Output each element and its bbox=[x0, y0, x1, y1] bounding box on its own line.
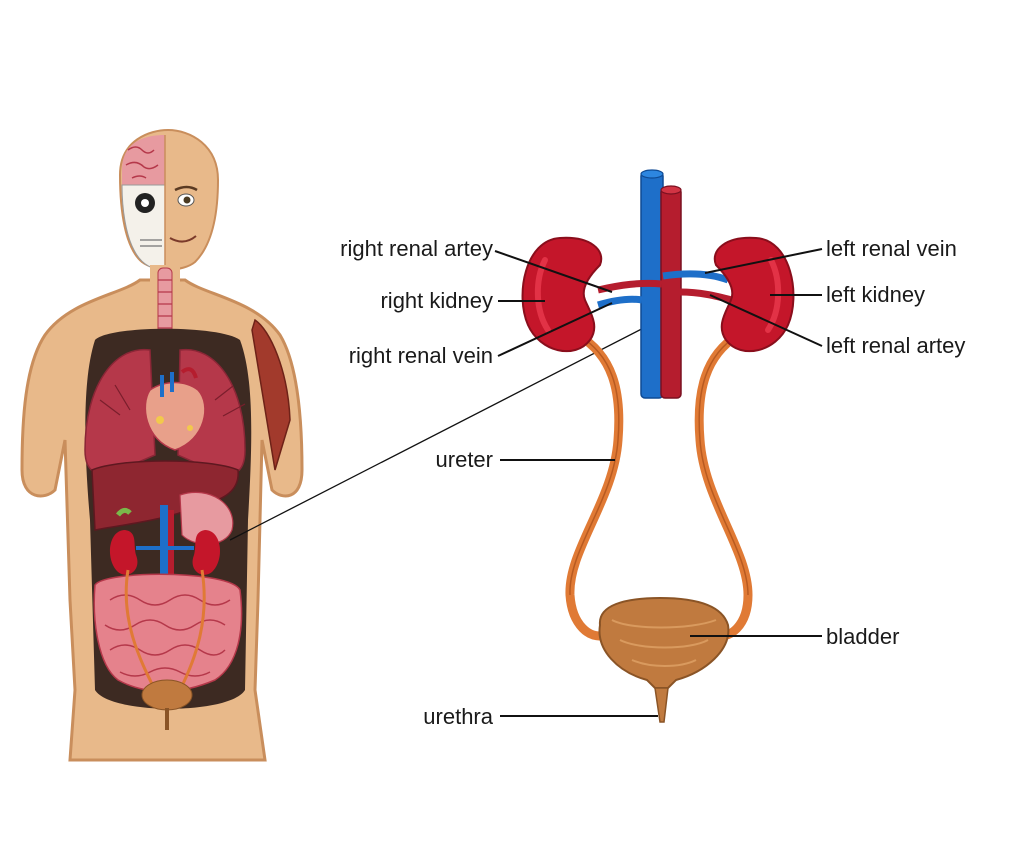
arm-muscle bbox=[251, 318, 291, 471]
intestines bbox=[93, 573, 243, 692]
small-right-kidney bbox=[109, 530, 138, 575]
bladder-organ bbox=[598, 596, 730, 689]
right-ureter bbox=[565, 330, 624, 641]
right-renal-vein-vessel bbox=[597, 295, 643, 309]
small-left-kidney bbox=[192, 530, 221, 575]
right-kidney-organ bbox=[521, 236, 603, 353]
urinary-system-detail bbox=[521, 169, 795, 723]
label-left-kidney: left kidney bbox=[826, 282, 925, 307]
label-right-renal-artery: right renal artey bbox=[340, 236, 493, 261]
left-ureter bbox=[694, 330, 753, 641]
heart bbox=[144, 381, 206, 451]
urethra-organ bbox=[654, 687, 669, 723]
label-bladder: bladder bbox=[826, 624, 899, 649]
small-bladder bbox=[141, 679, 193, 711]
human-body-figure bbox=[20, 128, 304, 762]
label-urethra: urethra bbox=[423, 704, 493, 729]
label-right-renal-vein: right renal vein bbox=[349, 343, 493, 368]
stomach bbox=[179, 491, 234, 545]
label-left-renal-artery: left renal artey bbox=[826, 333, 965, 358]
aorta bbox=[660, 187, 682, 399]
label-ureter: ureter bbox=[436, 447, 493, 472]
left-renal-artery-vessel bbox=[679, 288, 733, 304]
zoom-line bbox=[229, 316, 666, 541]
left-renal-vein-vessel bbox=[662, 270, 730, 284]
label-left-renal-vein: left renal vein bbox=[826, 236, 957, 261]
labels: right renal artey right kidney right ren… bbox=[340, 236, 965, 729]
label-right-kidney: right kidney bbox=[380, 288, 493, 313]
